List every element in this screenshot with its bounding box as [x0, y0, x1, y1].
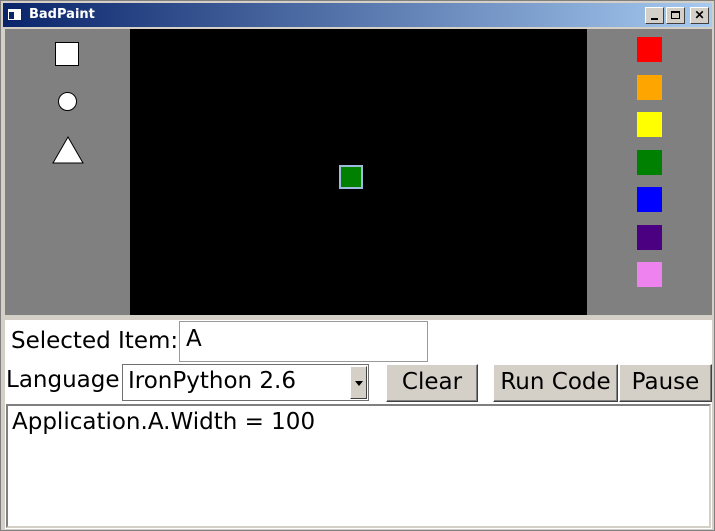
square-tool-icon[interactable]: [55, 42, 79, 66]
minimize-button[interactable]: [645, 7, 664, 24]
color-palette: [587, 29, 712, 315]
code-editor[interactable]: Application.A.Width = 100: [6, 404, 711, 528]
pause-button[interactable]: Pause: [619, 364, 712, 402]
maximize-button[interactable]: [666, 7, 685, 24]
color-swatch-red[interactable]: [637, 37, 662, 62]
language-value: IronPython 2.6: [128, 368, 296, 394]
chevron-down-icon[interactable]: [350, 366, 367, 399]
window-title: BadPaint: [29, 7, 95, 22]
color-swatch-violet[interactable]: [637, 262, 662, 287]
color-swatch-blue[interactable]: [637, 187, 662, 212]
selected-item-field[interactable]: A: [179, 321, 428, 362]
color-swatch-orange[interactable]: [637, 74, 662, 100]
app-icon[interactable]: [7, 8, 22, 21]
shape-toolbox: [5, 29, 130, 315]
clear-button[interactable]: Clear: [386, 364, 478, 402]
run-code-button[interactable]: Run Code: [493, 364, 618, 402]
language-label: Language:: [6, 367, 128, 393]
color-swatch-indigo[interactable]: [637, 224, 662, 250]
drawing-canvas[interactable]: [130, 29, 587, 315]
language-select[interactable]: IronPython 2.6: [122, 364, 369, 401]
selected-item-label: Selected Item:: [11, 328, 179, 354]
color-swatch-green[interactable]: [637, 149, 662, 175]
title-bar[interactable]: BadPaint: [3, 3, 712, 27]
circle-tool-icon[interactable]: [58, 92, 77, 111]
triangle-tool-icon[interactable]: [52, 136, 84, 164]
color-swatch-yellow[interactable]: [637, 112, 662, 137]
close-button[interactable]: [690, 7, 709, 24]
panel-separator: [5, 315, 712, 320]
canvas-item-a[interactable]: [339, 165, 363, 189]
client-area: Selected Item: A Language: IronPython 2.…: [5, 29, 712, 529]
